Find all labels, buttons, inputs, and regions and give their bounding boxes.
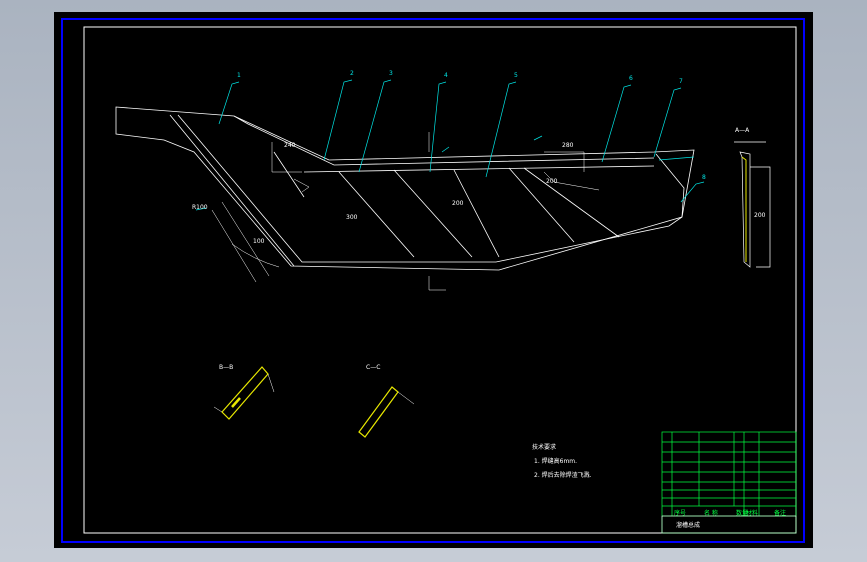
dimension-label: 200	[452, 200, 464, 207]
part-number: 7	[679, 78, 683, 85]
part-number: 1	[237, 72, 241, 79]
part-number: 2	[350, 70, 354, 77]
section-label-b: B—B	[219, 364, 234, 371]
part-number: 6	[629, 75, 633, 82]
section-a-view	[213, 366, 275, 420]
part-number: 5	[514, 72, 518, 79]
drawing-sheet: 1 2 3 4 5 6 7 8 A—A B—B C—C 240 280 300 …	[54, 12, 813, 548]
notes-line-2: 2. 焊后去除焊渣飞溅.	[534, 472, 592, 479]
title-header: 数量	[736, 510, 749, 517]
title-header: 材料	[746, 510, 759, 517]
side-view-weld	[741, 156, 747, 262]
part-number: 4	[444, 72, 448, 79]
side-view	[734, 141, 771, 268]
title-header: 名 称	[704, 510, 718, 517]
dimension-lines	[211, 132, 600, 291]
dimension-label: 200	[546, 178, 558, 185]
title-header: 备注	[774, 510, 787, 517]
section-label-c: C—C	[366, 364, 381, 371]
notes-heading: 技术要求	[532, 444, 557, 451]
part-number: 8	[702, 174, 706, 181]
chute-main-view	[115, 106, 695, 271]
title-strip	[661, 515, 797, 534]
dimension-label: 240	[284, 142, 296, 149]
drawing-name: 溜槽总成	[676, 522, 701, 529]
leader-lines	[195, 79, 705, 211]
part-number: 3	[389, 70, 393, 77]
section-label-a: A—A	[735, 127, 750, 134]
section-b-view	[358, 386, 415, 438]
dimension-label: 280	[562, 142, 574, 149]
dimension-label: 300	[346, 214, 358, 221]
dimension-label: 200	[754, 212, 766, 219]
title-block	[661, 431, 797, 534]
dimension-label: R100	[192, 204, 208, 211]
dimension-label: 100	[253, 238, 265, 245]
inner-border	[83, 26, 797, 534]
notes-line-1: 1. 焊缝高6mm.	[534, 458, 578, 465]
cad-drawing	[61, 18, 805, 543]
title-header: 序号	[674, 510, 687, 517]
outer-frame	[61, 18, 805, 543]
